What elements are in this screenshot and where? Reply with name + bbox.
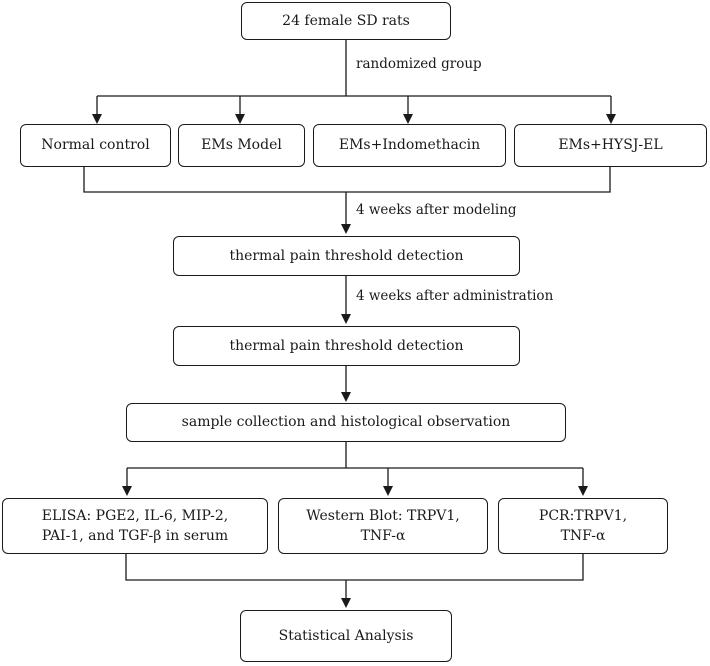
pain-test-2-label: thermal pain threshold detection <box>229 337 464 354</box>
pain-test-1-label: thermal pain threshold detection <box>229 247 464 264</box>
western-blot-label-line-1: Western Blot: TRPV1, <box>306 507 460 524</box>
group-ems-model-label: EMs Model <box>201 137 282 154</box>
edge-label-after-modeling: 4 weeks after modeling <box>356 202 517 218</box>
arrowhead-to-pain-test-1 <box>341 224 351 234</box>
arrowhead-to-indomethacin <box>403 114 413 124</box>
elisa-label-line-1: ELISA: PGE2, IL-6, MIP-2, <box>41 507 229 524</box>
elisa-label-line-2: PAI-1, and TGF-β in serum <box>41 528 229 544</box>
arrowhead-to-pain-test-2 <box>341 314 351 324</box>
pcr-label-line-1: PCR:TRPV1, <box>538 507 628 524</box>
group-ems-hysj-label: EMs+HYSJ-EL <box>558 137 663 154</box>
arrowhead-to-model <box>235 114 245 124</box>
group-normal-control: Normal control <box>20 124 171 167</box>
arrowhead-to-pcr <box>578 486 588 496</box>
connector-assays-merge <box>125 554 584 581</box>
arrowhead-to-normal <box>92 114 102 124</box>
arrowhead-to-hysj <box>606 114 616 124</box>
edge-label-after-administration: 4 weeks after administration <box>356 288 554 304</box>
group-normal-control-label: Normal control <box>41 137 150 154</box>
start-node: 24 female SD rats <box>241 2 451 40</box>
group-ems-indomethacin-label: EMs+Indomethacin <box>338 137 481 154</box>
arrowhead-to-sample <box>341 392 351 402</box>
pcr-node: PCR:TRPV1, TNF-α <box>498 498 668 554</box>
start-node-label: 24 female SD rats <box>282 12 410 29</box>
sample-collection-label: sample collection and histological obser… <box>181 414 511 431</box>
arrowhead-to-end <box>341 598 351 608</box>
group-ems-indomethacin: EMs+Indomethacin <box>313 124 506 167</box>
statistical-analysis-node: Statistical Analysis <box>240 610 452 662</box>
group-ems-hysj: EMs+HYSJ-EL <box>514 124 707 167</box>
elisa-node: ELISA: PGE2, IL-6, MIP-2, PAI-1, and TGF… <box>2 498 268 554</box>
sample-collection-node: sample collection and histological obser… <box>126 403 566 442</box>
pcr-label-line-2: TNF-α <box>560 528 606 544</box>
statistical-analysis-label: Statistical Analysis <box>278 627 414 644</box>
arrowhead-to-western <box>383 486 393 496</box>
pain-test-2-node: thermal pain threshold detection <box>173 326 520 366</box>
arrowhead-to-elisa <box>122 486 132 496</box>
edge-label-randomize: randomized group <box>356 56 482 72</box>
western-blot-node: Western Blot: TRPV1, TNF-α <box>278 498 488 554</box>
connector-groups-merge <box>83 167 611 193</box>
group-ems-model: EMs Model <box>178 124 305 167</box>
pain-test-1-node: thermal pain threshold detection <box>173 236 520 276</box>
western-blot-label-line-2: TNF-α <box>360 528 406 544</box>
